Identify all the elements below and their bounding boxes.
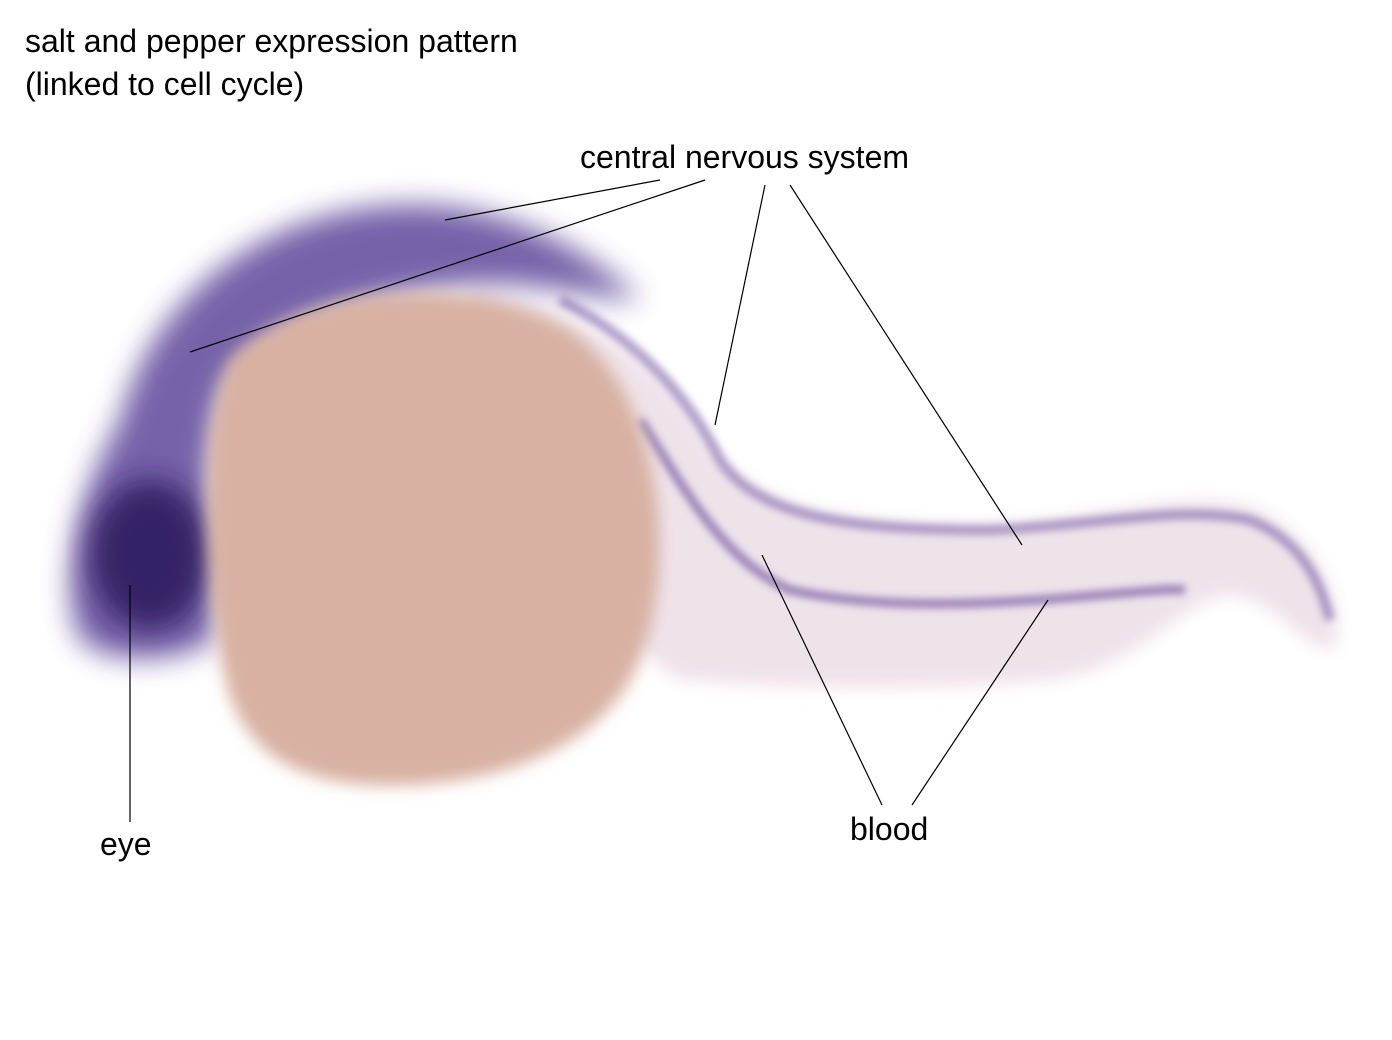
cns-pointer-1 — [444, 179, 661, 221]
cns-pointer-3 — [714, 184, 766, 426]
label-eye: eye — [100, 826, 152, 862]
blood-stain — [636, 417, 1186, 609]
yolk — [208, 292, 660, 786]
cns-pointer-2 — [189, 179, 706, 353]
embryo-tail — [470, 290, 1338, 688]
cns-pointer-4 — [789, 184, 1023, 546]
pointer-lines — [129, 179, 1049, 822]
eye-stain — [90, 480, 210, 630]
title-line-2: (linked to cell cycle) — [25, 66, 305, 102]
blood-pointer-1 — [761, 554, 883, 806]
label-cns: central nervous system — [580, 139, 910, 175]
blood-pointer-2 — [911, 599, 1049, 806]
cns-stain-tail — [557, 295, 1335, 622]
title-line-1: salt and pepper expression pattern — [25, 23, 518, 59]
label-blood: blood — [850, 811, 929, 847]
head-stain — [69, 204, 640, 659]
